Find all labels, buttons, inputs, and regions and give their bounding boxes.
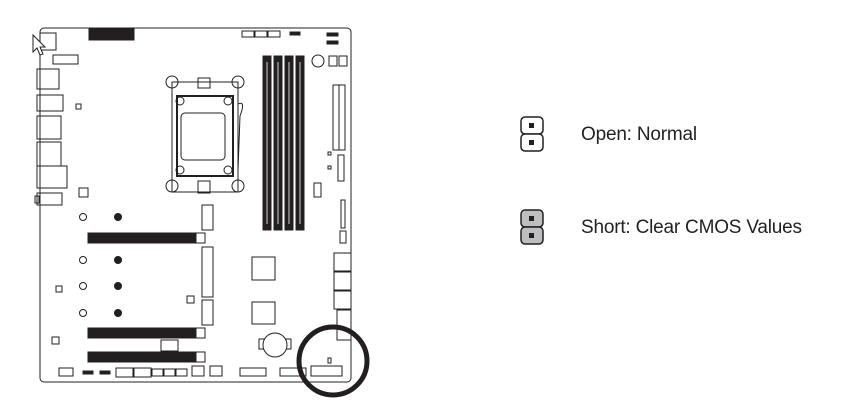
fan-headers-top (241, 30, 339, 45)
rear-io (34, 32, 79, 206)
highlight-circle (296, 324, 370, 398)
chipset (251, 256, 276, 281)
m2-standoffs (79, 213, 122, 317)
debug-led (311, 54, 348, 68)
jumper-short-icon (520, 209, 544, 245)
cmos-battery (258, 332, 292, 358)
jumper-open-icon (520, 116, 544, 152)
m2-slots (201, 204, 214, 326)
clear-cmos-jumper (327, 357, 332, 364)
chipset (251, 301, 276, 325)
cpu-power-connector (88, 28, 135, 41)
legend-open: Open: Normal (518, 116, 697, 154)
cursor-arrow-icon (32, 33, 47, 56)
dimm-slots (262, 55, 305, 231)
cpu-socket (165, 75, 245, 194)
atx-power-connector (313, 84, 347, 244)
legend-short-label: Short: Clear CMOS Values (581, 217, 802, 238)
pcie-slots (87, 232, 197, 363)
legend-short: Short: Clear CMOS Values (518, 209, 802, 247)
components (51, 103, 276, 345)
legend-open-label: Open: Normal (581, 124, 697, 145)
clear-cmos-jumper-header (310, 365, 343, 377)
bottom-headers (58, 357, 343, 378)
